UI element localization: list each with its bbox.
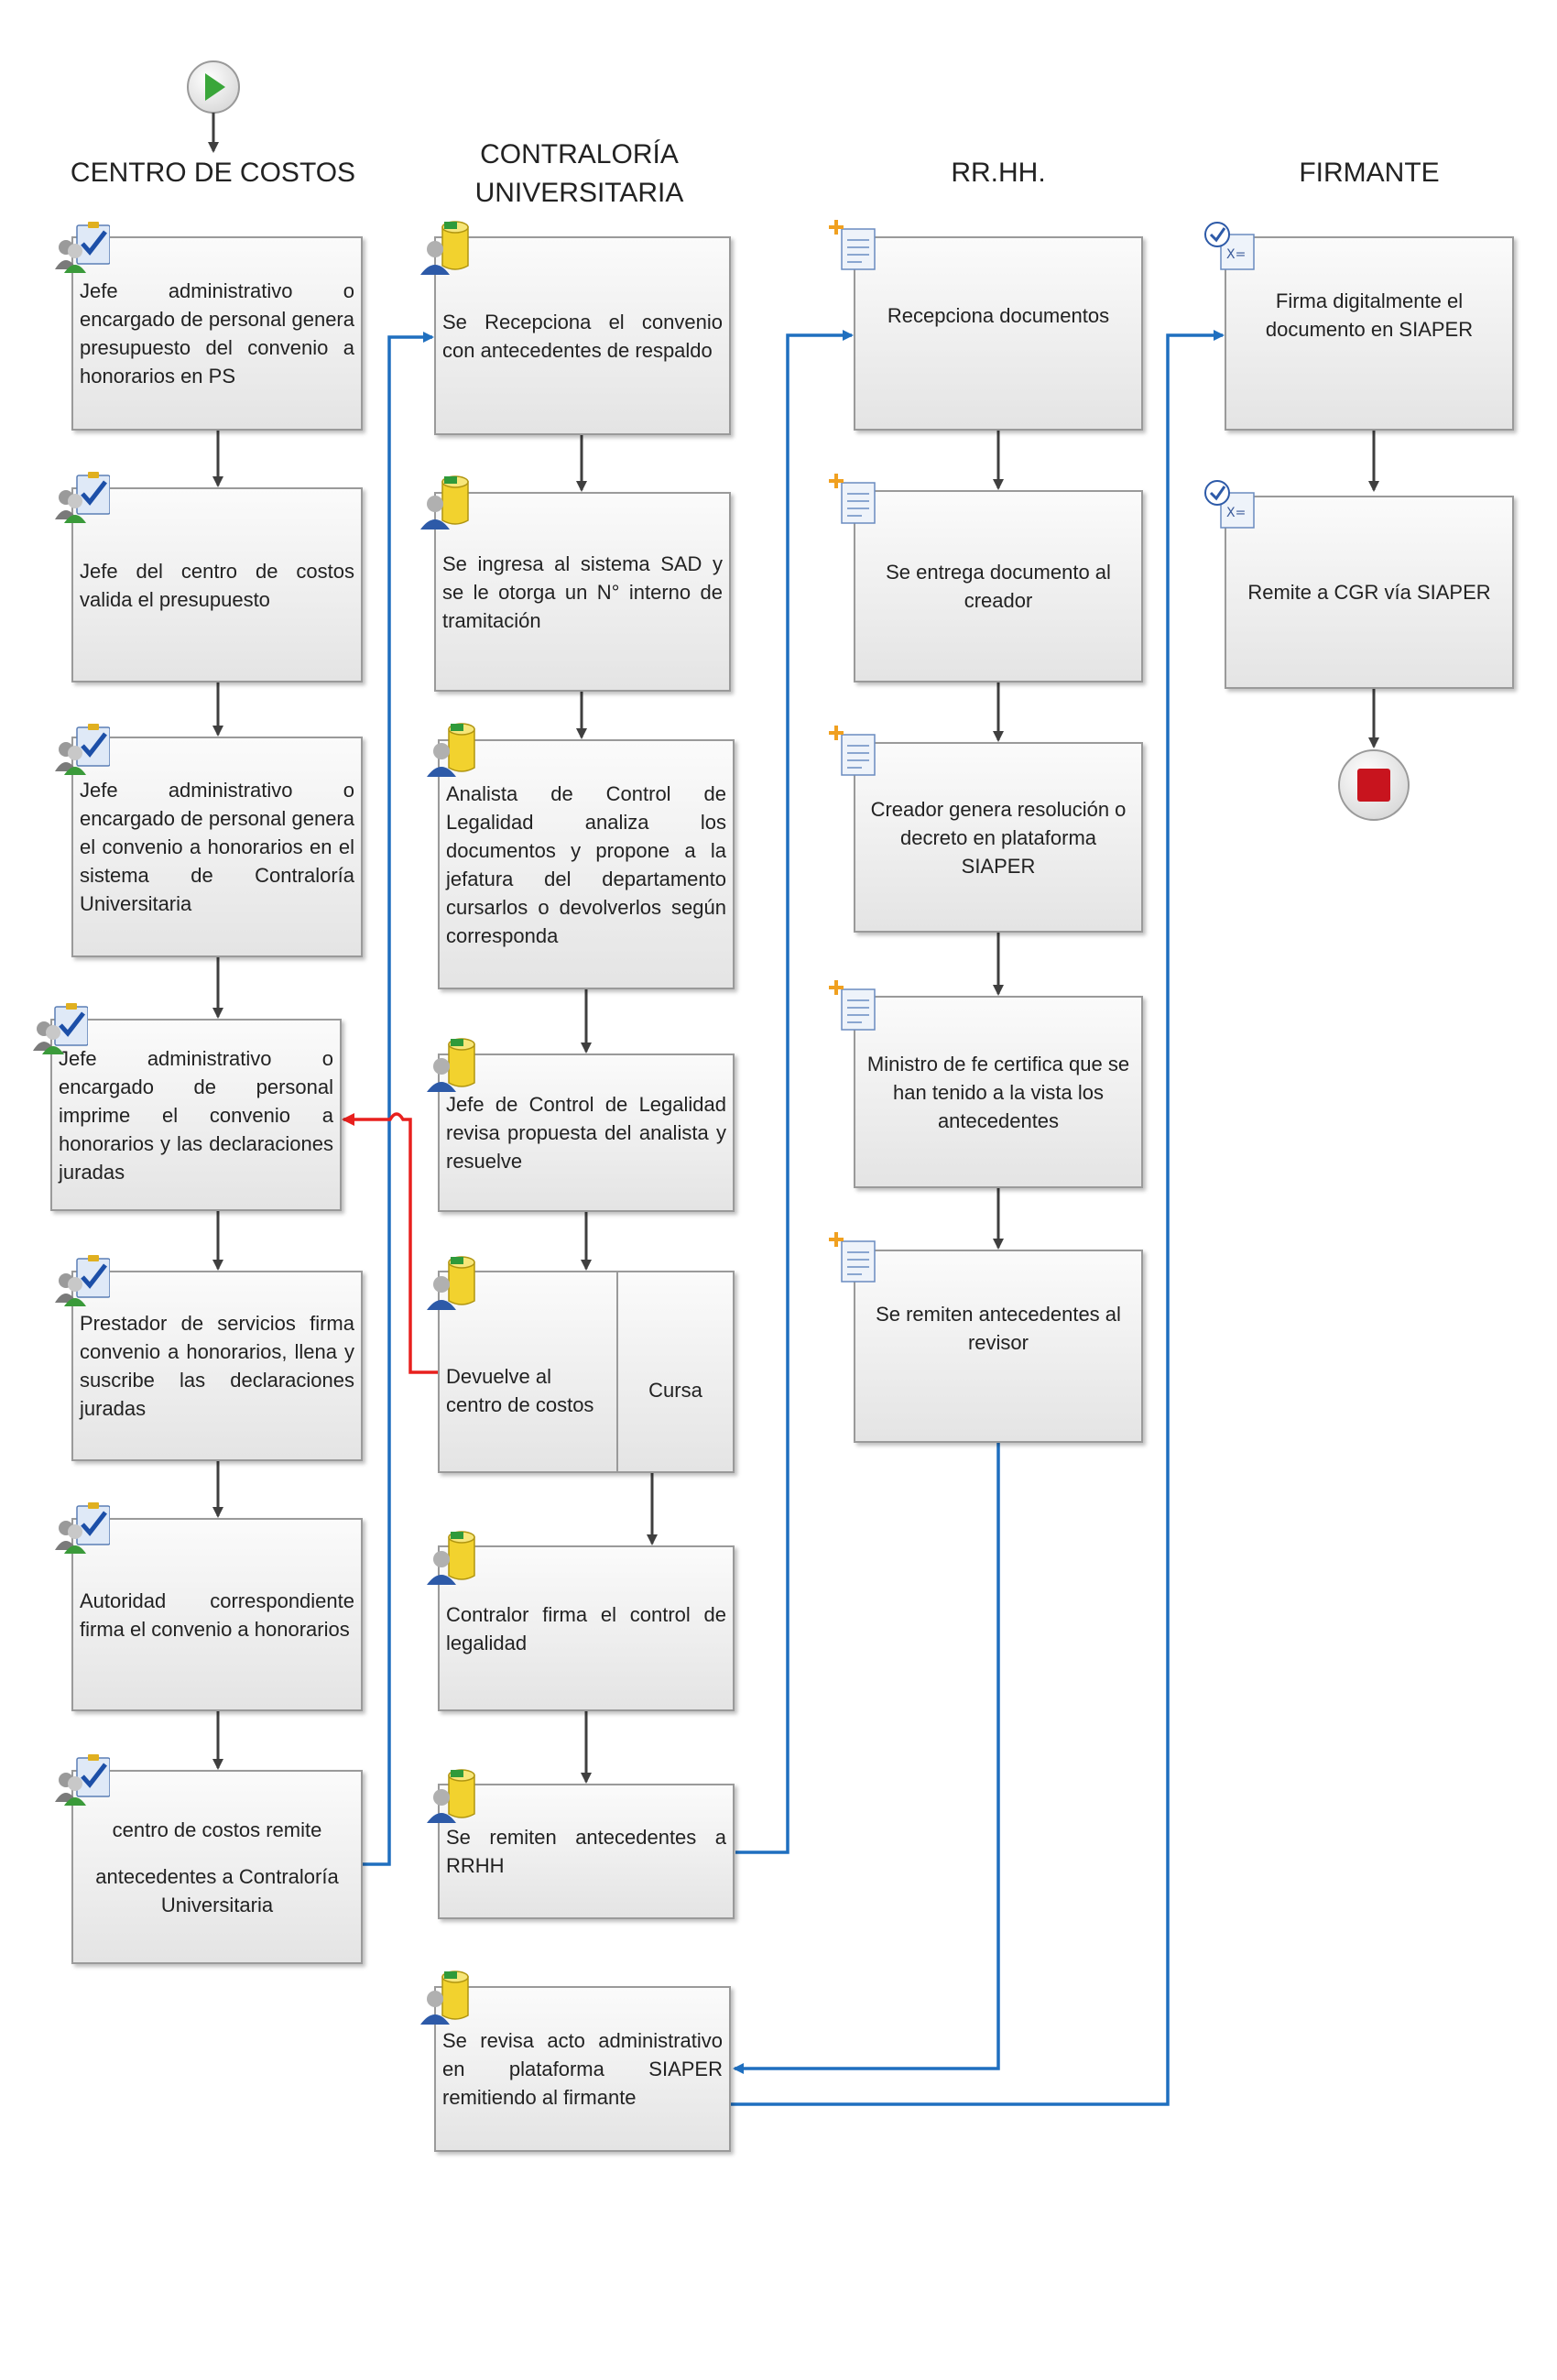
user-database-icon [427,1769,475,1823]
task-rrhh-3-text: Creador genera resolución o decreto en p… [870,797,1127,878]
users-check-icon [55,472,110,523]
task-contraloria-3-text: Analista de Control de Legalidad analiza… [446,781,726,947]
users-check-icon [33,1003,88,1054]
task-centro-5[interactable]: Prestador de servicios firma convenio a … [71,1271,363,1461]
user-database-icon [427,723,475,777]
task-centro-6[interactable]: Autoridad correspondiente firma el conve… [71,1518,363,1711]
lane-title-rrhh: RR.HH. [951,158,1046,188]
task-contraloria-2[interactable]: Se ingresa al sistema SAD y se le otorga… [434,492,731,692]
task-centro-4-text: Jefe administrativo o encargado de perso… [59,1046,333,1184]
task-rrhh-1[interactable]: Recepciona documentos [854,236,1143,431]
task-firmante-2[interactable]: Remite a CGR vía SIAPER [1225,496,1514,689]
users-check-icon [55,724,110,775]
play-icon [205,73,225,101]
decision-box: Devuelve al centro de costos Cursa [438,1271,735,1473]
task-rrhh-5[interactable]: Se remiten antecedentes al revisor [854,1250,1143,1443]
lane-title-firmante: FIRMANTE [1299,158,1440,188]
link-contraloria-to-rrhh [735,330,854,1854]
task-firmante-2-text: Remite a CGR vía SIAPER [1247,581,1491,604]
lane-title-contraloria-line1: CONTRALORÍA [480,139,679,169]
end-event [1338,749,1410,821]
decision-cursa[interactable]: Cursa [616,1272,733,1471]
task-centro-7-text: centro de costos remite antecedentes a C… [73,1816,361,1919]
task-contraloria-4[interactable]: Jefe de Control de Legalidad revisa prop… [438,1054,735,1212]
link-centro-to-contraloria [363,332,434,1866]
task-contraloria-1[interactable]: Se Recepciona el convenio con antecedent… [434,236,731,435]
link-return-to-centro [342,1112,438,1374]
users-check-icon [55,222,110,273]
document-add-icon [829,980,876,1031]
task-contraloria-1-text: Se Recepciona el convenio con antecedent… [442,310,723,362]
document-add-icon [829,474,876,524]
task-centro-7-line2: antecedentes a Contraloría Universitaria [95,1864,339,1916]
user-database-icon [420,475,469,529]
user-database-icon [420,1971,469,2025]
document-add-icon [829,220,876,270]
link-revisor-to-firmante [731,330,1225,2106]
lane-title-centro: CENTRO DE COSTOS [70,158,356,188]
task-centro-3[interactable]: Jefe administrativo o encargado de perso… [71,737,363,957]
task-centro-2-text: Jefe del centro de costos valida el pres… [80,559,354,611]
lane-title-contraloria: CONTRALORÍA UNIVERSITARIA [430,136,728,213]
task-contraloria-2-text: Se ingresa al sistema SAD y se le otorga… [442,551,723,632]
decision-devuelve[interactable]: Devuelve al centro de costos [440,1272,616,1471]
task-firmante-1-text: Firma digitalmente el documento en SIAPE… [1265,289,1474,341]
task-contraloria-5[interactable]: Contralor firma el control de legalidad [438,1545,735,1711]
user-database-icon [427,1256,475,1310]
svg-text:X=: X= [1226,506,1246,520]
task-rrhh-4[interactable]: Ministro de fe certifica que se han teni… [854,996,1143,1188]
task-contraloria-4-text: Jefe de Control de Legalidad revisa prop… [446,1093,726,1173]
task-rrhh-1-text: Recepciona documentos [887,303,1110,327]
task-contraloria-6[interactable]: Se remiten antecedentes a RRHH [438,1784,735,1919]
task-rrhh-2-text: Se entrega documento al creador [886,561,1111,612]
task-rrhh-3[interactable]: Creador genera resolución o decreto en p… [854,742,1143,933]
decision-cursa-text: Cursa [648,1378,702,1402]
task-firmante-1[interactable]: Firma digitalmente el documento en SIAPE… [1225,236,1514,431]
lane-title-contraloria-line2: UNIVERSITARIA [474,178,684,208]
user-database-icon [427,1038,475,1092]
task-rrhh-5-text: Se remiten antecedentes al revisor [876,1302,1121,1354]
form-check-icon: X= [1204,222,1255,270]
task-contraloria-3[interactable]: Analista de Control de Legalidad analiza… [438,739,735,989]
task-rrhh-2[interactable]: Se entrega documento al creador [854,490,1143,682]
task-centro-1[interactable]: Jefe administrativo o encargado de perso… [71,236,363,431]
task-centro-7[interactable]: centro de costos remite antecedentes a C… [71,1770,363,1964]
task-rrhh-4-text: Ministro de fe certifica que se han teni… [866,1052,1130,1132]
task-contraloria-7[interactable]: Se revisa acto administrativo en platafo… [434,1986,731,2152]
task-centro-5-text: Prestador de servicios firma convenio a … [80,1312,354,1420]
user-database-icon [420,221,469,275]
task-contraloria-7-text: Se revisa acto administrativo en platafo… [442,2029,723,2109]
task-centro-3-text: Jefe administrativo o encargado de perso… [80,779,354,915]
task-contraloria-5-text: Contralor firma el control de legalidad [446,1602,726,1654]
document-add-icon [829,1232,876,1283]
svg-text:X=: X= [1226,247,1246,262]
task-centro-2[interactable]: Jefe del centro de costos valida el pres… [71,487,363,682]
form-check-icon: X= [1204,480,1255,529]
task-centro-4[interactable]: Jefe administrativo o encargado de perso… [50,1019,342,1211]
users-check-icon [55,1255,110,1306]
decision-devuelve-text: Devuelve al centro de costos [446,1364,594,1416]
users-check-icon [55,1502,110,1554]
task-centro-1-text: Jefe administrativo o encargado de perso… [80,279,354,388]
start-event [187,60,240,114]
stop-icon [1357,769,1390,802]
link-rrhh-to-revisor [733,1443,1000,2074]
user-database-icon [427,1531,475,1585]
task-centro-6-text: Autoridad correspondiente firma el conve… [80,1588,354,1641]
task-contraloria-6-text: Se remiten antecedentes a RRHH [446,1826,726,1877]
task-centro-7-line1: centro de costos remite [112,1818,322,1841]
users-check-icon [55,1754,110,1806]
document-add-icon [829,726,876,776]
